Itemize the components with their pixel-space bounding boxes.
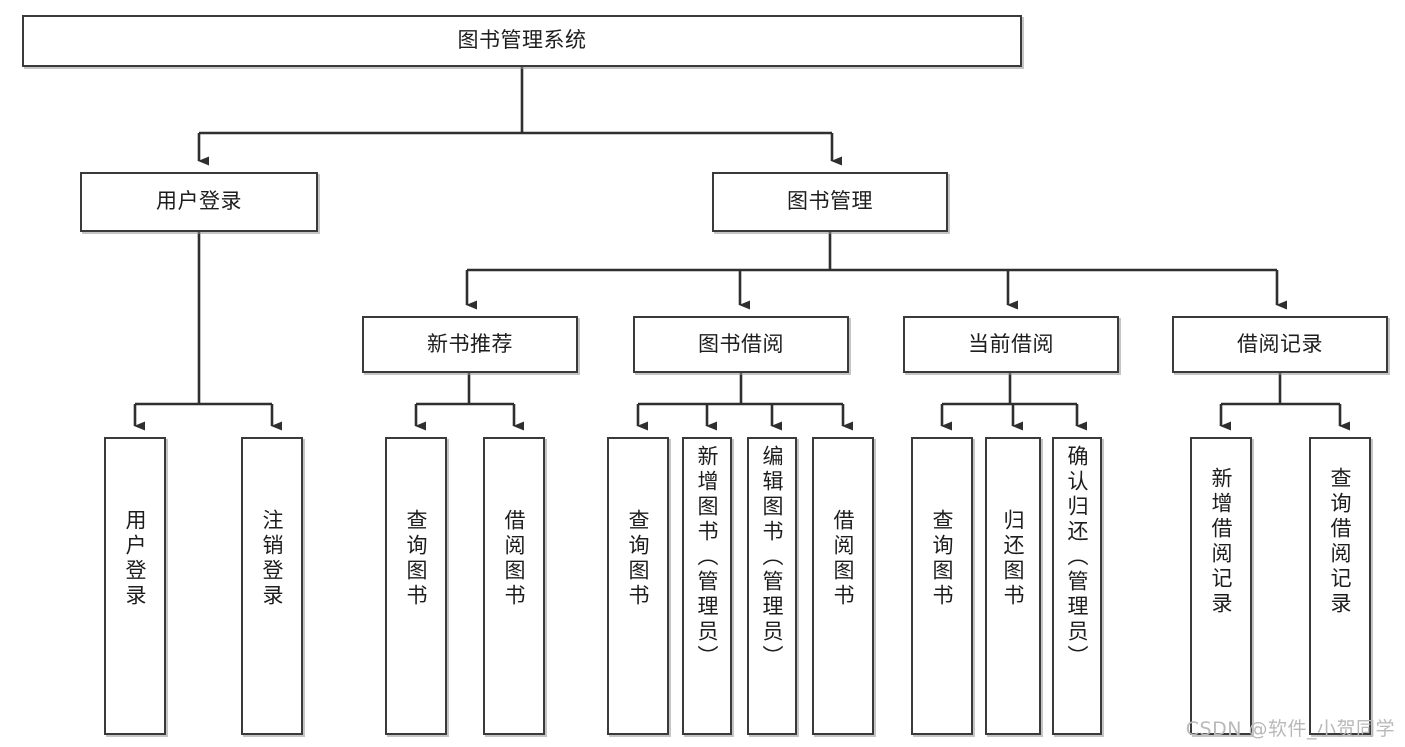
node-leaf-query-book-2-label: 查询图书 bbox=[626, 509, 651, 609]
node-current-borrow[interactable]: 当前借阅 bbox=[903, 316, 1119, 373]
node-leaf-query-book-1-label: 查询图书 bbox=[404, 509, 429, 609]
node-leaf-logout-label: 注销登录 bbox=[260, 509, 285, 609]
node-new-book-rec-label: 新书推荐 bbox=[427, 331, 513, 356]
node-leaf-add-book-label: 新增图书（管理员） bbox=[695, 445, 720, 670]
node-leaf-add-record[interactable]: 新增借阅记录 bbox=[1190, 437, 1252, 735]
node-leaf-edit-book-label: 编辑图书（管理员） bbox=[760, 445, 785, 670]
node-leaf-borrow-book-2-label: 借阅图书 bbox=[831, 509, 856, 609]
node-book-borrow[interactable]: 图书借阅 bbox=[633, 316, 849, 373]
node-book-manage[interactable]: 图书管理 bbox=[712, 172, 948, 232]
node-leaf-return-book[interactable]: 归还图书 bbox=[985, 437, 1041, 735]
node-user-login-label: 用户登录 bbox=[156, 189, 242, 214]
node-leaf-add-record-label: 新增借阅记录 bbox=[1209, 467, 1234, 617]
node-leaf-query-record-label: 查询借阅记录 bbox=[1328, 467, 1353, 617]
node-leaf-query-record[interactable]: 查询借阅记录 bbox=[1309, 437, 1371, 735]
node-book-borrow-label: 图书借阅 bbox=[698, 331, 784, 356]
node-current-borrow-label: 当前借阅 bbox=[968, 331, 1054, 356]
node-leaf-confirm-return-label: 确认归还（管理员） bbox=[1065, 445, 1090, 670]
node-borrow-record-label: 借阅记录 bbox=[1237, 331, 1323, 356]
node-leaf-borrow-book-1-label: 借阅图书 bbox=[502, 509, 527, 609]
node-new-book-rec[interactable]: 新书推荐 bbox=[362, 316, 578, 373]
node-root[interactable]: 图书管理系统 bbox=[22, 15, 1022, 67]
node-book-manage-label: 图书管理 bbox=[787, 189, 873, 214]
node-root-label: 图书管理系统 bbox=[457, 28, 587, 53]
node-leaf-query-book-3-label: 查询图书 bbox=[930, 509, 955, 609]
node-leaf-edit-book[interactable]: 编辑图书（管理员） bbox=[747, 437, 797, 735]
node-leaf-query-book-2[interactable]: 查询图书 bbox=[607, 437, 669, 735]
node-leaf-return-book-label: 归还图书 bbox=[1001, 509, 1026, 609]
node-leaf-logout[interactable]: 注销登录 bbox=[241, 437, 303, 735]
node-leaf-user-login[interactable]: 用户登录 bbox=[104, 437, 166, 735]
node-user-login[interactable]: 用户登录 bbox=[80, 172, 318, 232]
node-leaf-user-login-label: 用户登录 bbox=[123, 509, 148, 609]
node-leaf-query-book-1[interactable]: 查询图书 bbox=[385, 437, 447, 735]
node-leaf-confirm-return[interactable]: 确认归还（管理员） bbox=[1052, 437, 1102, 735]
node-leaf-query-book-3[interactable]: 查询图书 bbox=[911, 437, 973, 735]
node-leaf-borrow-book-1[interactable]: 借阅图书 bbox=[483, 437, 545, 735]
node-leaf-borrow-book-2[interactable]: 借阅图书 bbox=[812, 437, 874, 735]
node-leaf-add-book[interactable]: 新增图书（管理员） bbox=[682, 437, 732, 735]
node-borrow-record[interactable]: 借阅记录 bbox=[1172, 316, 1388, 373]
